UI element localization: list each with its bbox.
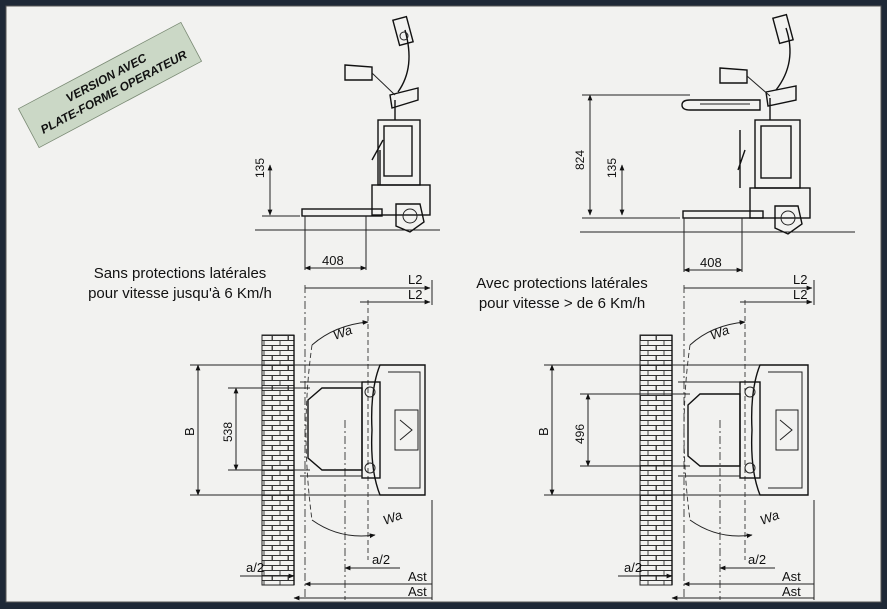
right-wall <box>639 334 673 586</box>
left-l2-inner: L2 <box>408 287 422 302</box>
right-fork-dim: 408 <box>700 255 722 270</box>
left-l2-outer: L2 <box>408 272 422 287</box>
right-caption-line2: pour vitesse > de 6 Km/h <box>479 295 645 312</box>
left-ast-upper: Ast <box>408 569 427 584</box>
left-a2-left: a/2 <box>246 560 264 575</box>
left-wall <box>261 334 295 586</box>
left-wa-top: Wa <box>331 322 354 343</box>
right-ast-lower: Ast <box>782 584 801 599</box>
left-height-dim: 135 <box>253 158 267 178</box>
left-fork-span-dim: 538 <box>221 422 235 442</box>
right-wa-bottom: Wa <box>758 507 781 528</box>
left-wa-bottom: Wa <box>381 507 404 528</box>
right-fork-span-dim: 496 <box>573 424 587 444</box>
left-ast-lower: Ast <box>408 584 427 599</box>
left-fork-dim: 408 <box>322 253 344 268</box>
right-l2-inner: L2 <box>793 287 807 302</box>
right-ast-upper: Ast <box>782 569 801 584</box>
right-a2-left: a/2 <box>624 560 642 575</box>
left-caption-line2: pour vitesse jusqu'à 6 Km/h <box>88 285 272 302</box>
right-height-dim: 135 <box>605 158 619 178</box>
left-top-view: L2 L2 Wa Wa B 538 a/2 <box>182 272 433 601</box>
left-b-dim: B <box>182 427 197 436</box>
right-side-view: 824 135 408 <box>573 13 855 273</box>
right-overall-height-dim: 824 <box>573 150 587 170</box>
right-wa-top: Wa <box>708 322 731 343</box>
drawing-panel <box>5 5 882 603</box>
right-top-view: L2 L2 Wa Wa B 496 a/2 a/2 Ast Ast <box>536 272 815 601</box>
right-caption-line1: Avec protections latérales <box>476 275 647 292</box>
left-side-view: 135 408 <box>253 15 440 271</box>
left-caption-line1: Sans protections latérales <box>94 265 267 282</box>
right-b-dim: B <box>536 427 551 436</box>
right-a2-right: a/2 <box>748 552 766 567</box>
left-a2-right: a/2 <box>372 552 390 567</box>
right-l2-outer: L2 <box>793 272 807 287</box>
